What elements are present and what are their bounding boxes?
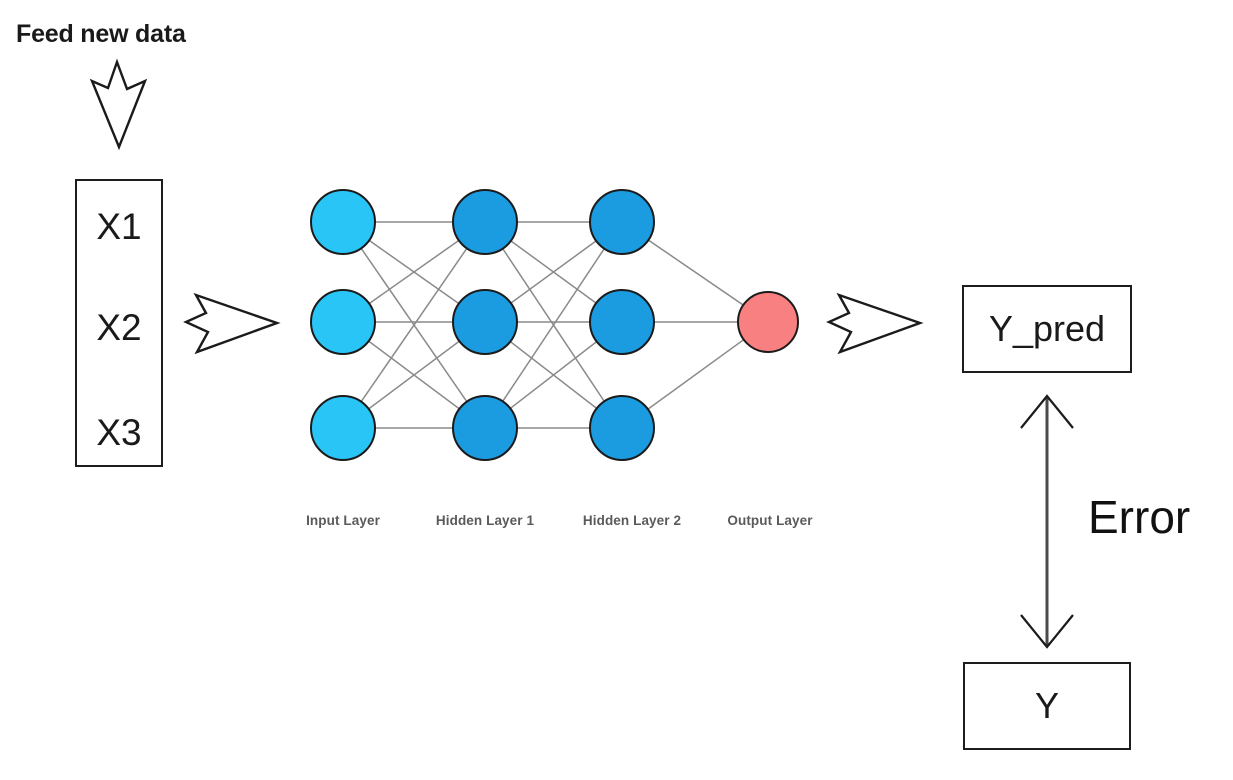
node-hidden1-2	[452, 289, 518, 355]
y-pred-label: Y_pred	[988, 308, 1106, 349]
error-label: Error	[1088, 491, 1191, 543]
input-variable-x2: X2	[96, 307, 142, 348]
network-edges	[342, 221, 769, 429]
input-variable-x1: X1	[96, 206, 142, 247]
network-edge	[484, 221, 623, 429]
feed-data-arrow-down-icon	[89, 58, 148, 151]
node-hidden2-2	[589, 289, 655, 355]
node-hidden2-3	[589, 395, 655, 461]
node-input-1	[310, 189, 376, 255]
error-double-arrow-icon	[1020, 394, 1074, 649]
layer-label-output: Output Layer	[727, 513, 813, 528]
network-nodes	[310, 189, 799, 461]
network-edge	[342, 221, 486, 429]
feed-new-data-label: Feed new data	[16, 20, 186, 48]
y-true-label: Y	[1034, 685, 1059, 726]
node-hidden1-3	[452, 395, 518, 461]
node-output-1	[737, 291, 799, 353]
y-pred-box: Y_pred	[962, 285, 1132, 373]
y-true-box: Y	[963, 662, 1131, 750]
input-to-network-arrow-icon	[183, 292, 281, 355]
node-hidden2-1	[589, 189, 655, 255]
input-features-box: X1 X2 X3	[75, 179, 163, 467]
layer-label-hidden-2: Hidden Layer 2	[582, 513, 682, 528]
layer-label-hidden-1: Hidden Layer 1	[435, 513, 535, 528]
node-input-3	[310, 395, 376, 461]
node-hidden1-1	[452, 189, 518, 255]
node-input-2	[310, 289, 376, 355]
input-variable-x3: X3	[96, 412, 142, 453]
layer-label-input: Input Layer	[306, 513, 380, 528]
network-to-prediction-arrow-icon	[826, 292, 924, 355]
